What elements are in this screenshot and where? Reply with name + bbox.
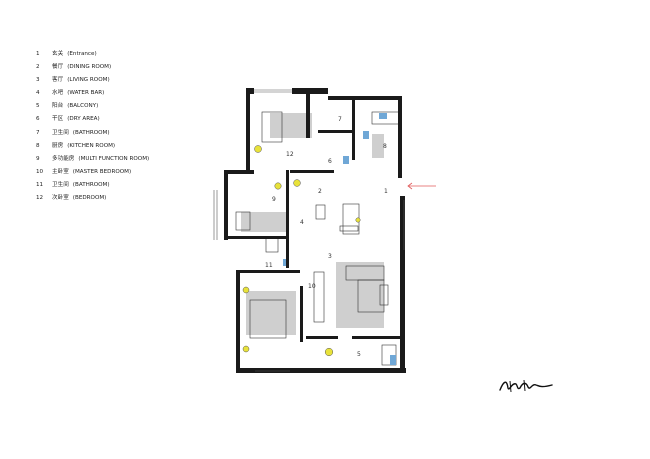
tv-cabinet (313, 271, 325, 323)
kitchen-counter (372, 134, 384, 158)
lamp-icon (242, 345, 250, 353)
room-label-9: 9 (272, 196, 276, 203)
floor-zones (241, 113, 384, 335)
wall-segment (236, 270, 300, 273)
wall-segment (352, 336, 404, 339)
master-bed (249, 299, 287, 339)
sofa-bed-9 (235, 211, 251, 231)
wall-segment (286, 170, 289, 268)
living-sofa-side (357, 279, 385, 313)
wall-segment (318, 130, 354, 133)
wall-segment (328, 96, 402, 100)
wall-segment (300, 286, 303, 342)
water-bar-stool (315, 204, 326, 220)
wall-segment (306, 336, 338, 339)
master-bedroom-rug (246, 291, 296, 335)
wall-segment (224, 170, 228, 240)
dining-table (339, 225, 359, 232)
wall-segment (400, 196, 405, 372)
dry-area-basin (343, 156, 349, 164)
walls (224, 88, 406, 373)
room-label-2: 2 (318, 188, 322, 195)
living-room-rug (336, 262, 384, 328)
room-label-6: 6 (328, 158, 332, 165)
coffee-table (379, 284, 389, 306)
wall-segment (224, 170, 254, 174)
lamp-icon (254, 145, 262, 153)
kitchen-fixture (379, 113, 387, 119)
wall-segment (306, 88, 310, 138)
bathroom-7-fixture (363, 131, 369, 139)
windows (213, 89, 405, 372)
multi-function-room-rug (241, 212, 287, 232)
entrance-arrow-head (407, 182, 413, 190)
room-label-7: 7 (338, 116, 342, 123)
lamp-icon (242, 286, 250, 294)
wall-segment (290, 170, 334, 173)
lamps (242, 145, 361, 357)
lamp-icon (355, 217, 361, 223)
bedroom-12-rug (270, 113, 312, 138)
lamp-icon (293, 179, 301, 187)
balcony-fixture (390, 355, 396, 365)
room-label-10: 10 (308, 283, 316, 290)
lamp-icon (324, 347, 334, 357)
room-label-4: 4 (300, 219, 304, 226)
wall-segment (398, 96, 402, 178)
room-label-1: 1 (384, 188, 388, 195)
wall-segment (236, 368, 406, 373)
room-label-8: 8 (383, 143, 387, 150)
room-label-11: 11 (265, 262, 273, 269)
signature-icon (499, 379, 553, 393)
bath-vanity-11 (265, 237, 279, 253)
room-label-3: 3 (328, 253, 332, 260)
wall-segment (246, 88, 250, 170)
wall-segment (228, 236, 286, 239)
lamp-icon (274, 182, 282, 190)
wall-segment (236, 270, 240, 372)
room-label-5: 5 (357, 351, 361, 358)
room-label-12: 12 (286, 151, 294, 158)
entrance-arrow (407, 182, 436, 190)
room-labels: 1 2 3 4 5 6 7 8 9 10 11 12 (265, 116, 388, 358)
bed-12 (261, 111, 283, 143)
